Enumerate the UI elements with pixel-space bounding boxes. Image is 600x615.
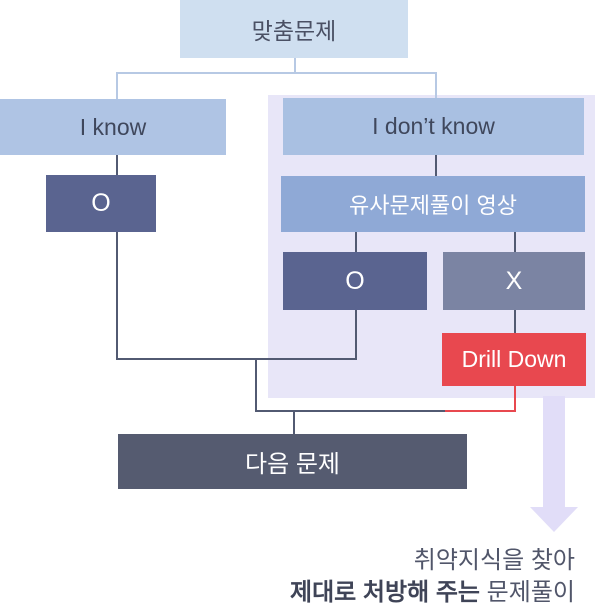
video-correct-label: O — [345, 266, 365, 295]
caption-line2: 제대로 처방해 주는 문제풀이 — [290, 577, 575, 609]
i-dont-know-label: I don’t know — [372, 113, 495, 139]
connector-merge-horizontal — [116, 358, 357, 360]
caption-line1: 취약지식을 찾아 — [413, 547, 575, 574]
video-correct-box: O — [283, 252, 427, 310]
connector-know-to-o — [116, 155, 118, 175]
next-problem-box: 다음 문제 — [118, 434, 467, 489]
down-arrow-head-icon — [530, 507, 578, 532]
connector-drill-down-red-horizontal — [445, 410, 516, 412]
similar-problem-video-label: 유사문제풀이 영상 — [348, 193, 518, 218]
caption-line2-rest: 문제풀이 — [480, 579, 575, 606]
connector-root-down — [294, 58, 296, 72]
title-box: 맞춤문제 — [180, 0, 408, 58]
i-know-label: I know — [79, 113, 147, 140]
i-know-box: I know — [0, 99, 226, 155]
connector-drill-down-red-vertical — [514, 386, 516, 412]
connector-lower-horizontal — [255, 410, 445, 412]
connector-to-know — [116, 72, 118, 99]
connector-dontknow-to-video — [435, 155, 437, 176]
next-problem-label: 다음 문제 — [245, 451, 340, 478]
title-box-label: 맞춤문제 — [251, 18, 337, 44]
similar-problem-video-box: 유사문제풀이 영상 — [281, 176, 585, 232]
caption: 취약지식을 찾아 제대로 처방해 주는 문제풀이 — [290, 545, 575, 609]
video-wrong-label: X — [505, 266, 523, 295]
connector-x-to-drill — [514, 310, 516, 333]
connector-to-next — [293, 410, 295, 434]
connector-o-down — [116, 232, 118, 359]
know-correct-box: O — [46, 175, 156, 232]
i-dont-know-box: I don’t know — [283, 98, 584, 155]
drill-down-label: Drill Down — [461, 346, 567, 372]
connector-merge-down — [255, 358, 257, 410]
connector-video-to-x — [514, 232, 516, 252]
video-wrong-box: X — [443, 252, 585, 310]
down-arrow-icon — [543, 396, 565, 507]
caption-line2-bold: 제대로 처방해 주는 — [290, 579, 480, 606]
connector-to-dont-know — [435, 72, 437, 98]
know-correct-label: O — [91, 189, 111, 217]
connector-branch-horizontal — [116, 72, 437, 74]
connector-video-to-o2 — [355, 232, 357, 252]
connector-o2-down — [355, 310, 357, 358]
drill-down-box: Drill Down — [442, 333, 586, 386]
